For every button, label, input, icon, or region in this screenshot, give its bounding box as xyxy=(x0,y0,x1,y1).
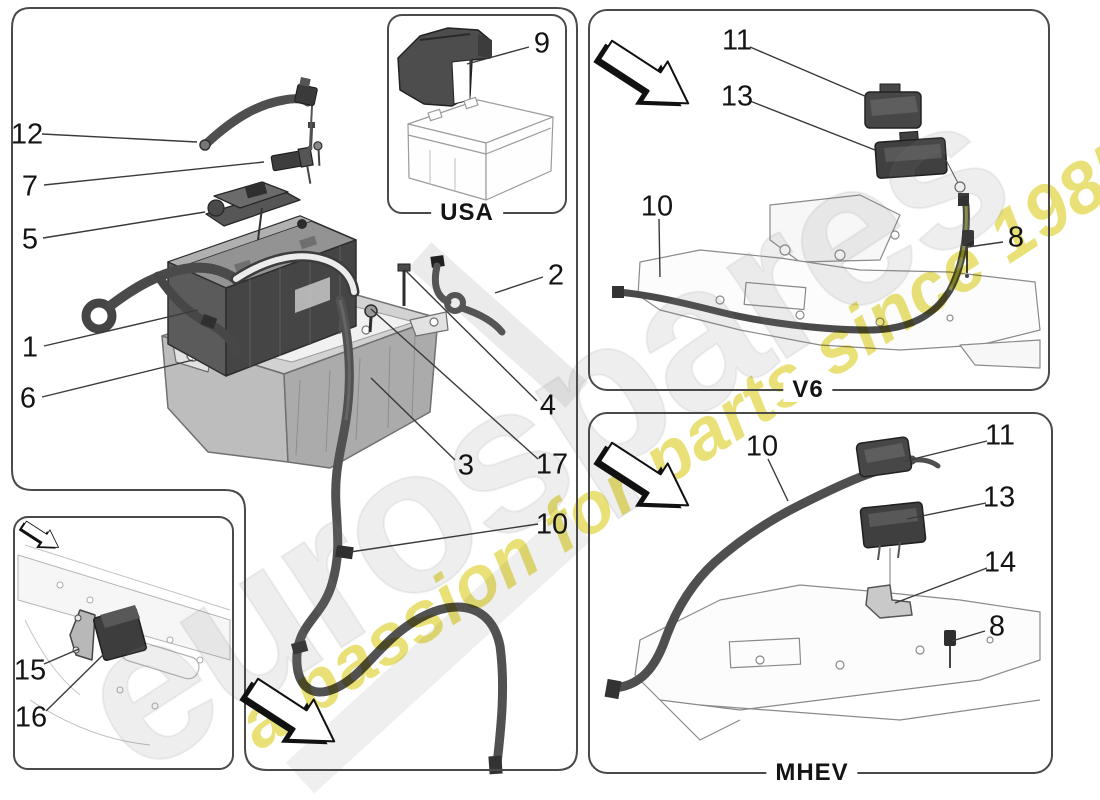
leader-line-4 xyxy=(403,268,538,402)
callout-mhev-13: 13 xyxy=(982,481,1016,514)
usa-inset-label: USA xyxy=(431,201,503,225)
callout-7: 7 xyxy=(21,170,39,203)
leader-line-17 xyxy=(370,308,539,460)
leader-line-mhev-13 xyxy=(906,502,987,520)
callout-v6-13: 13 xyxy=(720,80,754,113)
leader-line-v6-8 xyxy=(967,241,1004,248)
mhev-panel-label: MHEV xyxy=(766,761,858,785)
leader-line-12 xyxy=(41,133,198,143)
leader-line-10 xyxy=(349,523,539,553)
callout-v6-11: 11 xyxy=(721,24,753,57)
control-module-art xyxy=(69,605,148,662)
v6-direction-arrow xyxy=(585,26,703,130)
leader-line-mhev-11 xyxy=(904,440,988,462)
long-battery-cable-art xyxy=(290,295,508,775)
v6-panel-label: V6 xyxy=(783,378,833,402)
v6-chassis-art xyxy=(637,194,1041,369)
vent-hose-art xyxy=(199,77,318,151)
callout-9: 9 xyxy=(533,27,551,60)
callout-mhev-14: 14 xyxy=(983,546,1017,579)
v6-fuse-module-art xyxy=(874,130,966,193)
callout-4: 4 xyxy=(539,389,557,422)
mhev-panel-border xyxy=(588,412,1053,774)
callout-17: 17 xyxy=(535,448,569,481)
v6-sensor-art xyxy=(962,230,974,278)
callout-1: 1 xyxy=(21,331,39,364)
module-inset-direction-arrow xyxy=(15,515,65,559)
usa-battery-art xyxy=(407,96,554,201)
leader-line-mhev-10 xyxy=(767,458,789,502)
leader-line-mhev-14 xyxy=(894,567,988,604)
tray-bolts-art xyxy=(364,263,411,333)
callout-v6-8: 8 xyxy=(1007,221,1025,254)
callout-mhev-8: 8 xyxy=(988,610,1006,643)
usa-battery-cover-art xyxy=(397,27,492,107)
callout-2: 2 xyxy=(547,259,565,292)
main-direction-arrow xyxy=(231,664,349,768)
leader-line-2 xyxy=(494,276,544,294)
ground-cable-art xyxy=(430,255,506,336)
callout-mhev-10: 10 xyxy=(745,430,779,463)
leader-line-mhev-8 xyxy=(951,630,986,642)
main-panel-border xyxy=(11,7,578,771)
mhev-bracket-art xyxy=(865,584,913,619)
mhev-sensor-art xyxy=(944,630,956,668)
leader-line-5 xyxy=(42,211,206,239)
callout-v6-10: 10 xyxy=(640,190,674,223)
mhev-direction-arrow xyxy=(585,428,703,532)
mhev-connector-art xyxy=(855,436,913,478)
leader-line-1 xyxy=(43,309,199,347)
negative-cable-art xyxy=(81,250,360,357)
callout-15: 15 xyxy=(13,654,47,687)
v6-cable-art xyxy=(612,193,970,334)
battery-sensor-art xyxy=(205,181,301,241)
terminal-connector-art xyxy=(270,141,323,184)
leader-line-v6-10 xyxy=(658,218,661,278)
v6-connector-art xyxy=(864,83,922,129)
callout-6: 6 xyxy=(19,382,37,415)
callout-5: 5 xyxy=(21,223,39,256)
leader-line-3 xyxy=(370,377,456,461)
mhev-fuse-module-art xyxy=(859,501,927,585)
mhev-chassis-art xyxy=(634,584,1041,741)
module-inset-border xyxy=(13,516,234,770)
leader-line-15 xyxy=(43,648,80,665)
callout-16: 16 xyxy=(14,701,48,734)
callout-10: 10 xyxy=(535,508,569,541)
leader-line-6 xyxy=(41,359,194,398)
leader-line-v6-11 xyxy=(749,46,868,98)
callout-mhev-11: 11 xyxy=(984,419,1016,452)
leader-line-9 xyxy=(466,46,530,65)
callout-12: 12 xyxy=(10,118,44,151)
leader-line-16 xyxy=(45,653,105,712)
leader-line-v6-13 xyxy=(749,100,876,151)
callout-3: 3 xyxy=(457,449,475,482)
leader-line-7 xyxy=(43,161,265,186)
